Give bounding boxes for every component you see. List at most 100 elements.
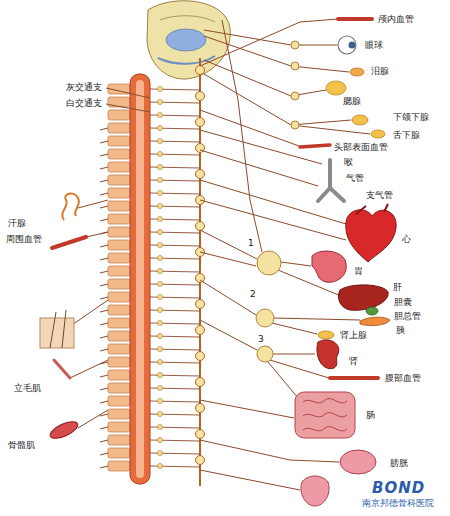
organ-label: 眼球 [365,40,383,51]
skeletal-muscle [48,418,80,442]
vertebra [108,448,130,458]
spinal-nerve [100,427,108,429]
watermark: 南京邦德骨科医院 [362,498,434,509]
skull-line [160,16,215,22]
organ-label: 喉 [344,157,353,168]
hair [50,310,66,348]
organ-label: 腮腺 [343,96,361,107]
nerves [70,19,370,490]
root-ganglion [157,229,162,234]
organ-label: 泪腺 [371,66,389,77]
chain-ganglion [196,430,205,439]
nerve [200,320,257,350]
root-ganglion [157,294,162,299]
nerve [72,300,108,325]
nerve [86,232,108,237]
chain-ganglion [196,352,205,361]
skull [147,1,230,79]
skin [40,318,74,348]
vertebra [108,331,130,341]
root-ganglion [157,385,162,390]
nerve [200,180,346,224]
vertebra [108,136,130,146]
vertebra [108,318,130,328]
peripheral-vessel [52,237,86,248]
nerve [200,440,339,462]
organ-label: 舌下腺 [393,130,420,141]
spinal-column [100,58,205,486]
root-ganglion [157,346,162,351]
spinal-nerve [100,401,108,403]
vertebra [108,344,130,354]
root-ganglion [157,138,162,143]
root-ganglion [157,411,162,416]
root-ganglion [157,372,162,377]
spinal-nerve [100,271,108,273]
root-ganglion [157,333,162,338]
nerve [273,354,315,355]
root-ganglion [157,398,162,403]
root-ganglion [157,268,162,273]
organ-label: 气管 [346,173,364,184]
gland [371,130,385,138]
leader-line [106,88,150,98]
root-ganglion [157,359,162,364]
vertebra [108,422,130,432]
organ-label: 肝 [393,282,402,293]
chain-ganglion [196,170,205,179]
spinal-nerve [100,297,108,299]
genital-organ [301,476,329,506]
chain-ganglion [196,378,205,387]
stomach [312,251,346,282]
organ-label: 下颌下腺 [393,112,429,123]
root-ganglion [157,281,162,286]
callout-number: 1 [247,238,255,249]
nerve [200,200,346,240]
nerve [70,360,108,378]
root-ganglion [157,242,162,247]
vertebra [108,123,130,133]
vertebra [108,461,130,471]
spinal-nerve [100,245,108,247]
root-ganglion [157,307,162,312]
intestine-coils [303,398,347,431]
organ-label: 汗腺 [8,218,26,229]
vertebra [108,240,130,250]
ganglion [291,92,299,100]
nerve [204,36,349,72]
root-ganglion [157,463,162,468]
chain-ganglion [196,222,205,231]
organ-label: 胃 [354,266,363,277]
vertebra [108,292,130,302]
vertebra [108,305,130,315]
sweat-gland [62,194,79,220]
spinal-nerve [100,167,108,169]
spinal-nerve [100,258,108,260]
spinal-nerve [100,453,108,455]
organ-label: 支气管 [366,190,393,201]
vertebra [108,383,130,393]
chain-ganglion [196,326,205,335]
chain-ganglion [196,456,205,465]
spinal-nerve [100,336,108,338]
trachea [318,160,344,201]
liver [338,285,388,310]
organs [295,19,396,506]
nerve [274,318,360,320]
mesenteric-ganglion [257,346,273,362]
chain-ganglion [196,92,205,101]
ganglia [256,41,299,362]
nerve [200,252,256,266]
root-ganglion [157,99,162,104]
root-ganglion [157,86,162,91]
pupil [349,42,356,49]
vagus-nerve [222,20,262,252]
head [147,1,230,79]
chain-ganglion [196,118,205,127]
nerve [200,470,300,490]
mesenteric-ganglion [256,309,274,327]
spinal-nerve [100,284,108,286]
chain-ganglion [196,300,205,309]
